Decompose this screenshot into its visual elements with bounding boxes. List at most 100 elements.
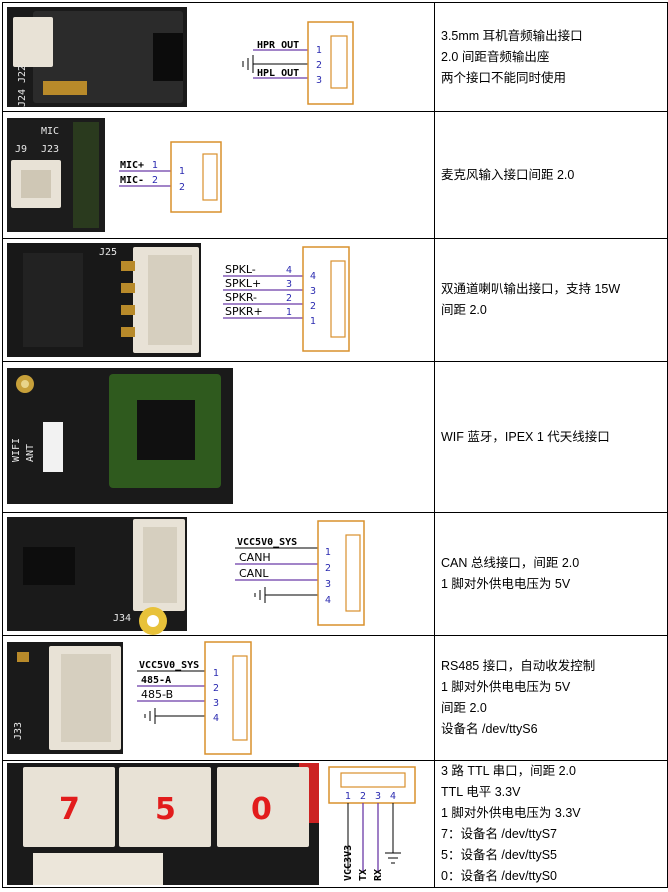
wifi-chip <box>137 400 195 460</box>
description-line: 1 脚对外供电电压为 3.3V <box>441 806 581 820</box>
picture-cell: WIFI ANT <box>2 361 435 513</box>
chip <box>23 547 75 585</box>
signal-label: 485-A <box>141 675 171 686</box>
signal-label: VCC3V3 <box>343 845 354 881</box>
description-line: WIF 蓝牙，IPEX 1 代天线接口 <box>441 429 610 444</box>
ttl-connector-5 <box>119 767 211 847</box>
signal-label: SPKR+ <box>225 305 263 318</box>
signal-label: CANL <box>239 567 269 580</box>
pin-number: 1 <box>152 160 158 171</box>
picture-cell: J34 VCC5V0_SYS CANH CANL 1 2 3 4 <box>2 512 435 636</box>
pin-number: 2 <box>360 791 366 802</box>
rs485-illustration: J33 VCC5V0_SYS 485-A 485-B 1 2 3 4 <box>7 641 252 755</box>
mic-module <box>73 122 99 228</box>
silk-label: J24 <box>17 89 28 107</box>
description-line: 两个接口不能同时使用 <box>441 70 567 85</box>
table-row: MIC J9 J23 MIC+ 1 MIC- 2 1 2 麦克风输入接口间距 2… <box>2 111 668 239</box>
silk-label: MIC <box>41 126 59 137</box>
silk-label: J9 <box>15 144 27 155</box>
header-connector <box>33 853 163 885</box>
pin-number: 1 <box>310 316 316 327</box>
pin-number: 3 <box>310 286 316 297</box>
pin-number: 4 <box>310 271 316 282</box>
table-row: J25 SPKL- 4 SPKL+ 3 SPKR- 2 SPKR+ 1 4 3 … <box>2 238 668 362</box>
signal-label: SPKL+ <box>225 277 261 290</box>
label-sticker <box>43 422 63 472</box>
pin-number: 2 <box>179 182 185 193</box>
wifi-illustration: WIFI ANT <box>7 368 233 504</box>
mic-illustration: MIC J9 J23 MIC+ 1 MIC- 2 1 2 <box>7 118 222 232</box>
pin-number: 4 <box>325 595 331 606</box>
description-cell: CAN 总线接口，间距 2.0 1 脚对外供电电压为 5V <box>434 512 668 636</box>
signal-label: 485-B <box>141 688 173 701</box>
ttl-connector-7 <box>23 767 115 847</box>
description-line: RS485 接口，自动收发控制 <box>441 659 596 673</box>
description-line: 0：设备名 /dev/ttyS0 <box>441 869 558 883</box>
connector-symbol <box>307 21 354 105</box>
signal-label: HPL_OUT <box>257 68 299 79</box>
silk-label: WIFI <box>11 438 22 462</box>
description-line: 麦克风输入接口间距 2.0 <box>441 167 575 182</box>
speaker-illustration: J25 SPKL- 4 SPKL+ 3 SPKR- 2 SPKR+ 1 4 3 … <box>7 243 350 357</box>
pin-number: 2 <box>152 175 158 186</box>
port-label: 5 <box>155 792 176 827</box>
ttl-illustration: 7 5 0 1 2 3 4 VCC3V3 TX RX <box>7 763 416 885</box>
port-label: 0 <box>251 792 272 827</box>
picture-cell: 7 5 0 1 2 3 4 VCC3V3 TX RX <box>2 760 435 888</box>
silk-label: J25 <box>99 247 117 258</box>
signal-label: MIC+ <box>120 160 144 171</box>
description-line: 间距 2.0 <box>441 303 487 317</box>
description-line: 2.0 间距音频输出座 <box>441 49 550 64</box>
description-line: CAN 总线接口，间距 2.0 <box>441 556 580 570</box>
signal-label: VCC5V0_SYS <box>139 660 199 671</box>
pin-number: 3 <box>316 75 322 86</box>
description-line: 1 脚对外供电电压为 5V <box>441 680 571 694</box>
pin-number: 3 <box>375 791 381 802</box>
silk-label: J22 <box>17 65 28 83</box>
pin-number: 1 <box>179 166 185 177</box>
table-row: WIFI ANT WIF 蓝牙，IPEX 1 代天线接口 <box>2 361 668 513</box>
description-line: 双通道喇叭输出接口，支持 15W <box>441 282 621 296</box>
pin-number: 2 <box>316 60 322 71</box>
description-cell: 双通道喇叭输出接口，支持 15W 间距 2.0 <box>434 238 668 362</box>
pin-number: 4 <box>213 713 219 724</box>
connector-symbol <box>302 246 350 352</box>
pin-number: 3 <box>325 579 331 590</box>
description-line: 间距 2.0 <box>441 701 487 715</box>
pin-number: 3 <box>286 279 292 290</box>
pin-number: 1 <box>325 547 331 558</box>
pin-number: 1 <box>213 668 219 679</box>
silk-label: ANT <box>25 444 36 462</box>
header-connector <box>13 17 53 67</box>
connector-symbol <box>328 766 416 804</box>
signal-label: VCC5V0_SYS <box>237 537 297 548</box>
signal-label: SPKR- <box>225 291 257 304</box>
signal-label: SPKL- <box>225 263 256 276</box>
can-illustration: J34 VCC5V0_SYS CANH CANL 1 2 3 4 <box>7 517 365 635</box>
signal-label: HPR_OUT <box>257 40 299 51</box>
table-row: J33 VCC5V0_SYS 485-A 485-B 1 2 3 4 <box>2 635 668 761</box>
picture-cell: J33 VCC5V0_SYS 485-A 485-B 1 2 3 4 <box>2 635 435 761</box>
jack-opening <box>153 33 183 81</box>
picture-cell: J25 SPKL- 4 SPKL+ 3 SPKR- 2 SPKR+ 1 4 3 … <box>2 238 435 362</box>
signal-label: CANH <box>239 551 271 564</box>
pin-number: 2 <box>325 563 331 574</box>
signal-label: MIC- <box>120 175 144 186</box>
description-cell: WIF 蓝牙，IPEX 1 代天线接口 <box>434 361 668 513</box>
connector-symbol <box>204 641 252 755</box>
ttl-connector-0 <box>217 767 309 847</box>
description-line: 7：设备名 /dev/ttyS7 <box>441 827 558 841</box>
silk-label: J33 <box>13 722 24 740</box>
chip <box>23 253 83 347</box>
description-line: 设备名 /dev/ttyS6 <box>441 722 538 736</box>
pin-number: 4 <box>286 265 292 276</box>
description-cell: 3.5mm 耳机音频输出接口 2.0 间距音频输出座 两个接口不能同时使用 <box>434 2 668 112</box>
pin-number: 2 <box>213 683 219 694</box>
signal-label: RX <box>373 869 384 881</box>
pin-number: 1 <box>316 45 322 56</box>
pad-row <box>43 81 87 95</box>
connector-symbol <box>317 520 365 626</box>
pin-number: 2 <box>286 293 292 304</box>
connector-symbol <box>170 141 222 213</box>
headphone-illustration: J22 J24 HPR_OUT HPL_OUT 1 2 3 <box>7 7 354 107</box>
